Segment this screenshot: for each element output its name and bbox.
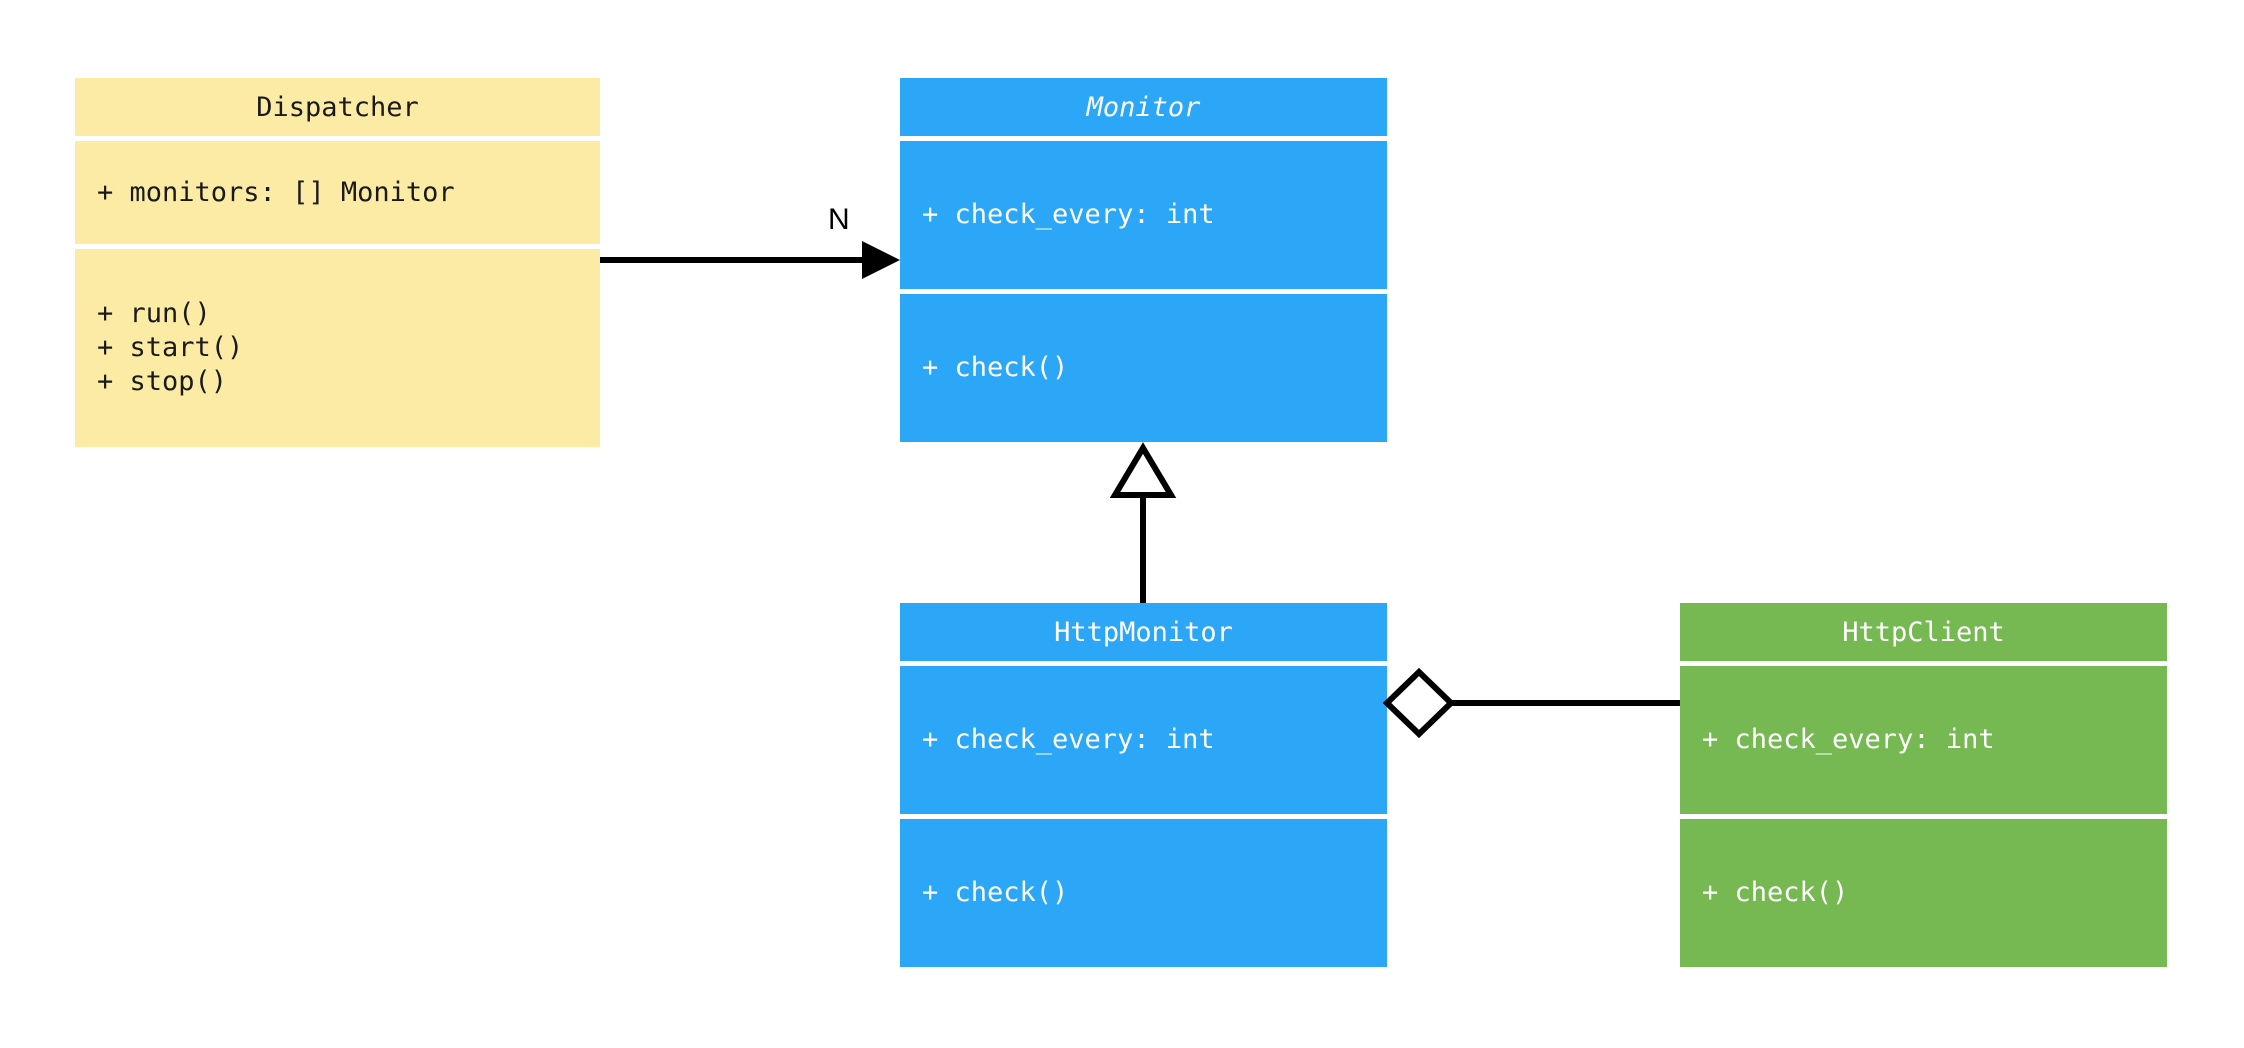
relationship-inheritance-httpmonitor-monitor [1109,442,1177,603]
hollow-triangle-icon [1109,442,1177,498]
class-box-monitor[interactable]: Monitor + check_every: int + check() [900,78,1387,447]
class-methods-dispatcher: + run() + start() + stop() [75,249,600,447]
class-attributes-httpmonitor: + check_every: int [900,666,1387,814]
class-attributes-monitor: + check_every: int [900,141,1387,289]
method-row: + check() [922,877,1069,908]
class-methods-monitor: + check() [900,294,1387,442]
class-title-httpmonitor: HttpMonitor [900,603,1387,661]
class-attributes-dispatcher: + monitors: [] Monitor [75,141,600,244]
method-row: + check() [1702,877,1849,908]
class-title-monitor: Monitor [900,78,1387,136]
class-box-httpclient[interactable]: HttpClient + check_every: int + check() [1680,603,2167,972]
method-row: + check() [922,352,1069,383]
class-box-httpmonitor[interactable]: HttpMonitor + check_every: int + check() [900,603,1387,972]
association-multiplicity-label: N [828,203,850,236]
attribute-row: + check_every: int [1702,724,1995,755]
hollow-diamond-icon [1382,667,1456,739]
attribute-row: + check_every: int [922,724,1215,755]
class-title-dispatcher: Dispatcher [75,78,600,136]
relationship-association-dispatcher-monitor [600,241,900,279]
attribute-row: + check_every: int [922,199,1215,230]
class-attributes-httpclient: + check_every: int [1680,666,2167,814]
class-title-httpclient: HttpClient [1680,603,2167,661]
relationship-aggregation-httpclient-httpmonitor [1382,667,1680,739]
class-methods-httpmonitor: + check() [900,819,1387,967]
method-row: + run() [97,298,211,329]
method-row: + start() [97,332,244,363]
filled-arrowhead-icon [862,241,900,279]
class-methods-httpclient: + check() [1680,819,2167,967]
method-row: + stop() [97,366,228,397]
class-box-dispatcher[interactable]: Dispatcher + monitors: [] Monitor + run(… [75,78,600,447]
attribute-row: + monitors: [] Monitor [97,176,455,208]
